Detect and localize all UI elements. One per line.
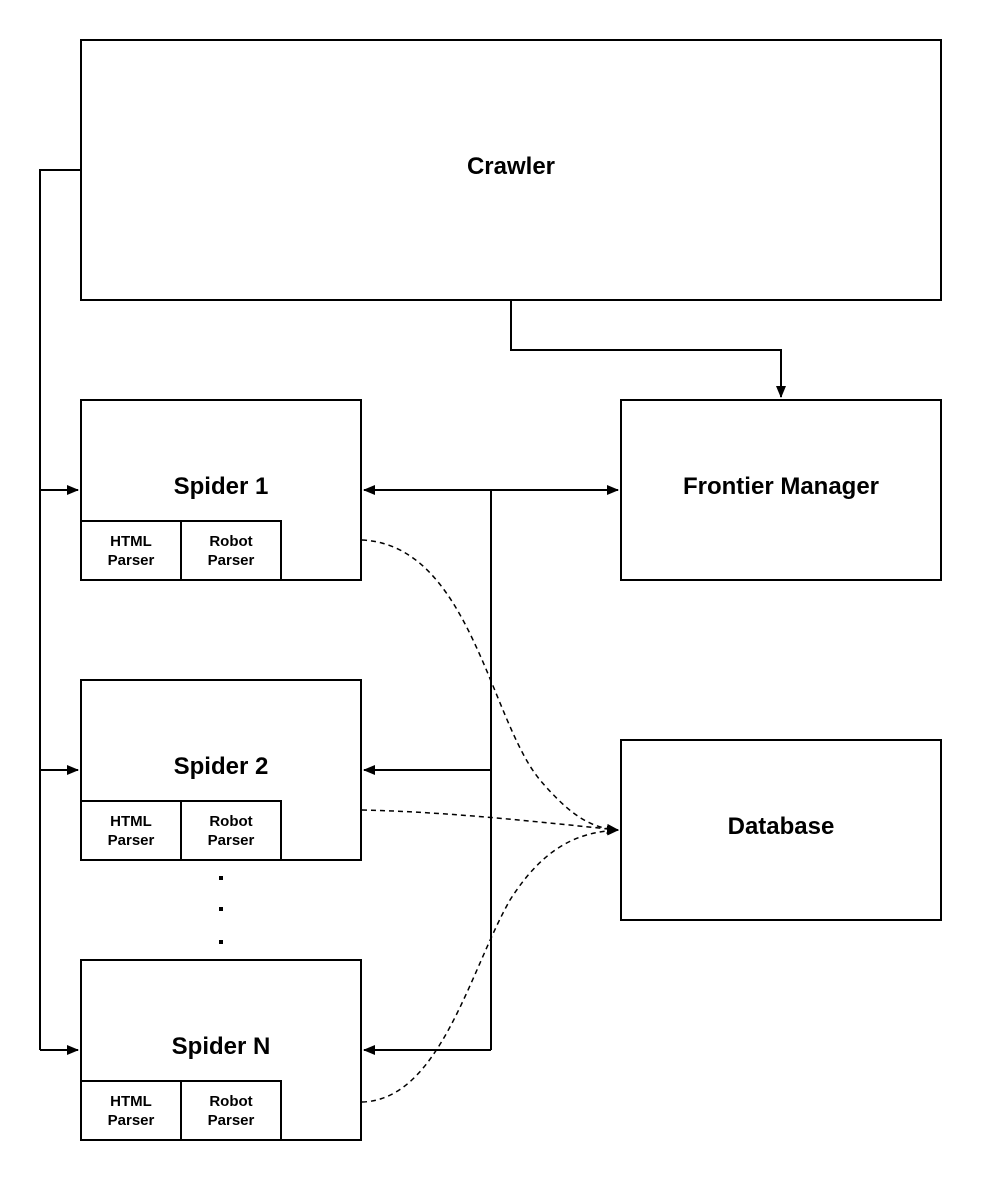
spider-n-node: Spider N HTML Parser Robot Parser [80,959,362,1141]
ellipsis-dot [219,907,223,911]
spider-n-label: Spider N [171,1033,271,1060]
crawler-node: Crawler [80,39,942,301]
spider-n-to-database-dashed [361,825,619,1103]
spider-1-robot-parser: Robot Parser [180,520,282,581]
spider-1-html-parser: HTML Parser [80,520,182,581]
crawler-to-frontier-arrow [510,300,786,398]
database-node: Database [620,739,942,921]
crawler-to-spiders-bus [39,169,81,1050]
spider-1-node: Spider 1 HTML Parser Robot Parser [80,399,362,581]
spider-2-to-database-dashed [361,809,619,834]
crawler-label: Crawler [466,153,556,180]
spider-2-label: Spider 2 [173,753,269,780]
spider-2-html-parser: HTML Parser [80,800,182,861]
spider-n-robot-parser: Robot Parser [180,1080,282,1141]
ellipsis-dot [219,940,223,944]
spider-2-robot-parser: Robot Parser [180,800,282,861]
frontier-manager-label: Frontier Manager [682,473,880,500]
frontier-manager-node: Frontier Manager [620,399,942,581]
spider-2-node: Spider 2 HTML Parser Robot Parser [80,679,362,861]
ellipsis-dot [219,876,223,880]
spider-n-html-parser: HTML Parser [80,1080,182,1141]
database-label: Database [727,813,835,840]
spider-1-to-database-dashed [361,539,619,835]
spider-1-label: Spider 1 [173,473,269,500]
